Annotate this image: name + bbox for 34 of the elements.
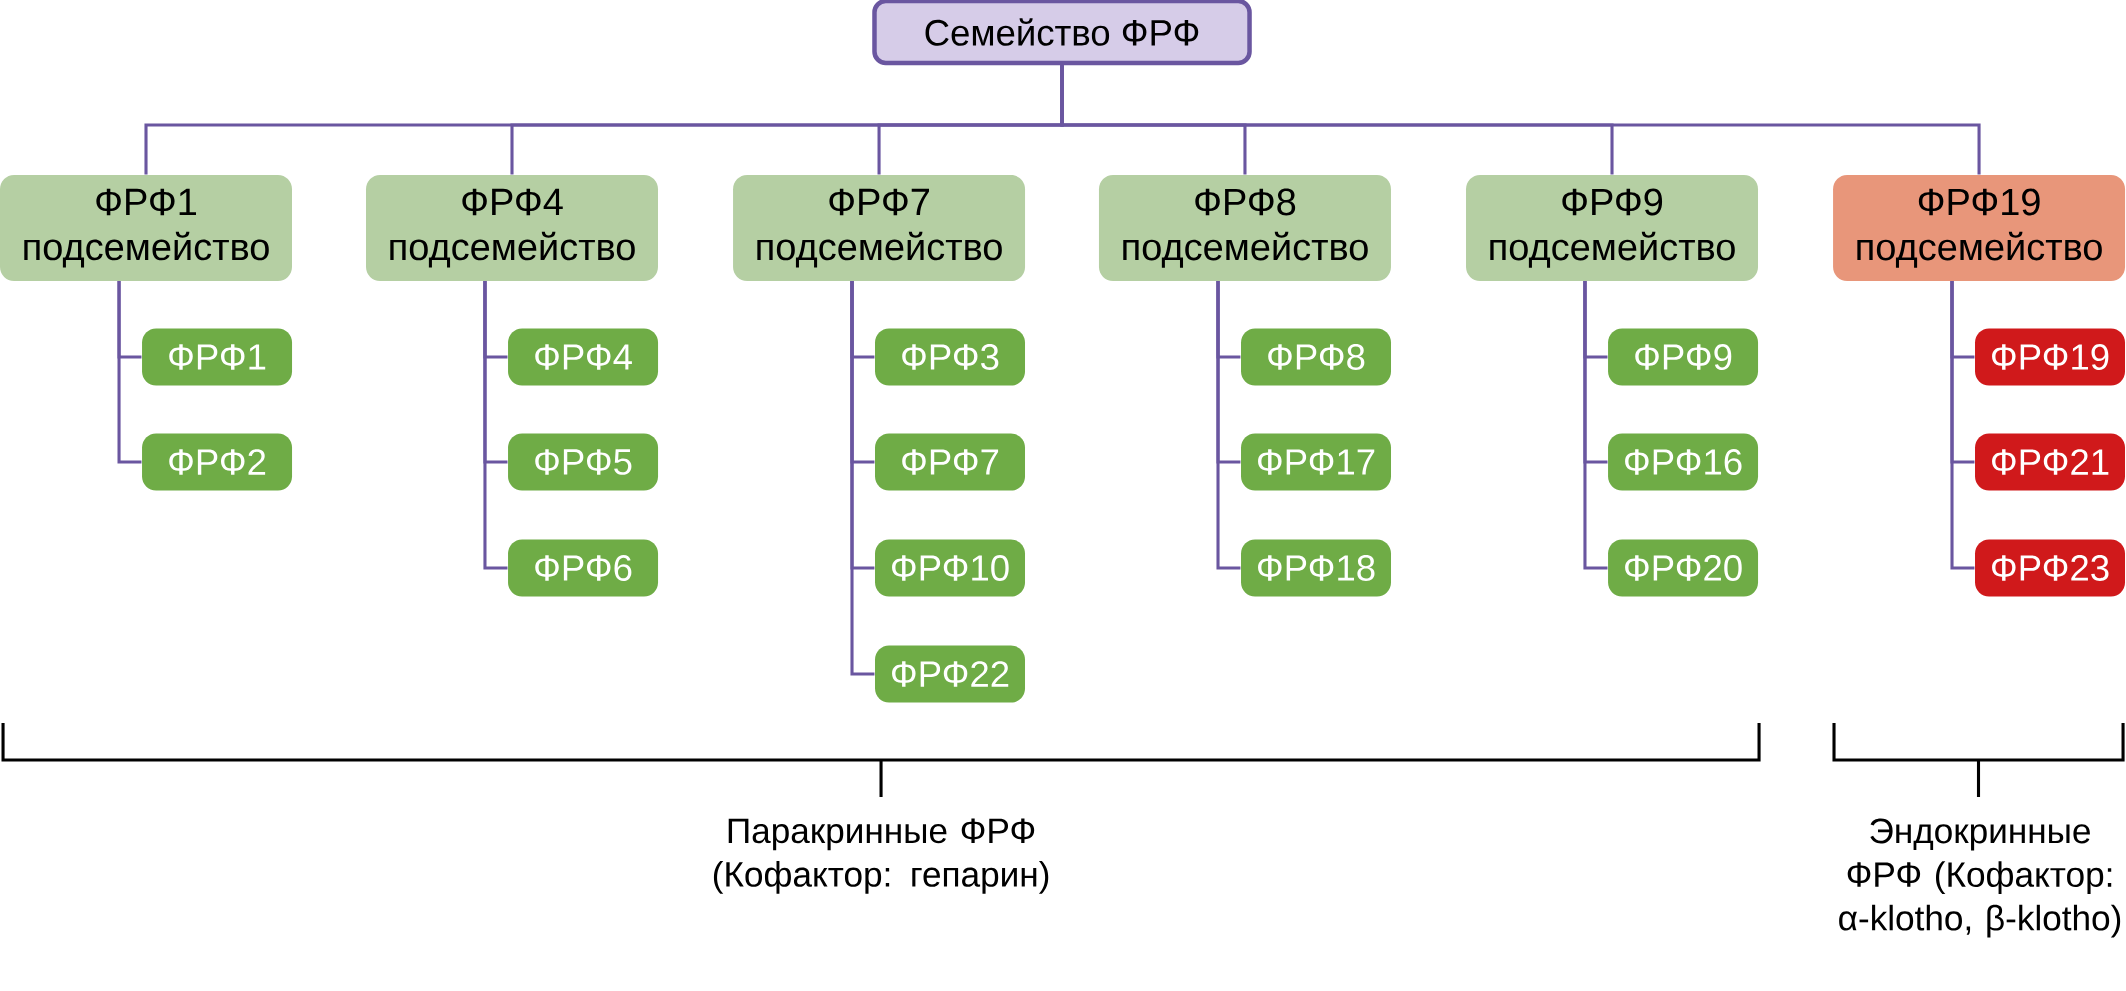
connector-line	[850, 281, 875, 676]
subfamily-box: ФРФ1 подсемейство	[0, 175, 292, 282]
member-box: ФРФ6	[508, 539, 659, 597]
member-box: ФРФ23	[1975, 539, 2125, 597]
group-label: Паракринные ФРФ (Кофактор: гепарин)	[713, 818, 1049, 894]
member-box: ФРФ20	[1608, 539, 1759, 597]
member-box: ФРФ7	[875, 433, 1025, 491]
member-box: ФРФ8	[1241, 328, 1391, 386]
subfamily-box: ФРФ9 подсемейство	[1466, 175, 1758, 282]
subfamily-box: ФРФ4 подсемейство	[366, 175, 658, 282]
member-box: ФРФ4	[508, 328, 659, 386]
member-box: ФРФ1	[142, 328, 293, 386]
subfamily-box: ФРФ7 подсемейство	[733, 175, 1026, 282]
member-box: ФРФ17	[1241, 433, 1391, 491]
family-box: Семейство ФРФ	[872, 0, 1252, 66]
member-box: ФРФ2	[142, 433, 293, 491]
member-box: ФРФ9	[1608, 328, 1759, 386]
connector-line	[483, 281, 508, 570]
member-box: ФРФ16	[1608, 433, 1759, 491]
subfamily-box: ФРФ19 подсемейство	[1833, 175, 2126, 282]
connector-line	[117, 281, 142, 464]
connector-line	[1950, 281, 1975, 570]
member-box: ФРФ22	[875, 645, 1025, 703]
member-box: ФРФ18	[1241, 539, 1391, 597]
member-box: ФРФ3	[875, 328, 1025, 386]
member-box: ФРФ19	[1975, 328, 2125, 386]
connector-line	[1060, 65, 1981, 175]
subfamily-box: ФРФ8 подсемейство	[1098, 175, 1391, 282]
connector-line	[1216, 281, 1241, 570]
member-box: ФРФ21	[1975, 433, 2125, 491]
member-box: ФРФ10	[875, 539, 1025, 597]
connector-line	[1583, 281, 1608, 570]
group-label: Эндокринные ФРФ (Кофактор: α-klotho, β-klotho)	[1839, 818, 2121, 938]
member-box: ФРФ5	[508, 433, 659, 491]
